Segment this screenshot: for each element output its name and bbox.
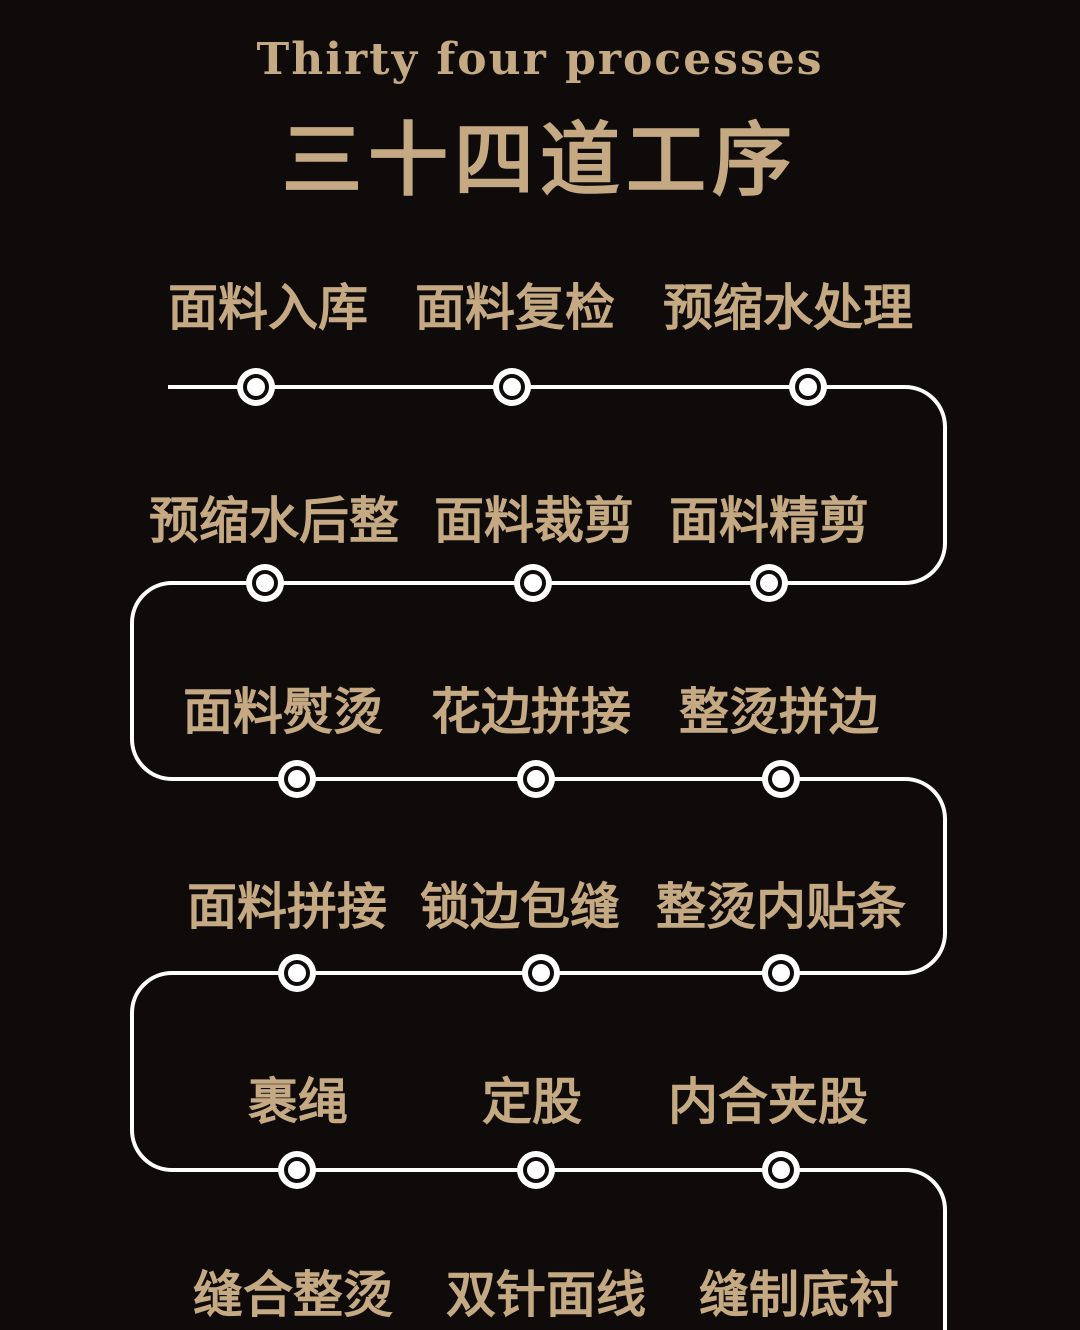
step-node-dot: [772, 770, 790, 788]
step-label: 双针面线: [446, 1266, 646, 1324]
step-node-dot: [772, 964, 790, 982]
step-node-dot: [503, 378, 521, 396]
step-node-dot: [288, 964, 306, 982]
step-node-dot: [527, 770, 545, 788]
step-node-dot: [524, 574, 542, 592]
step-label: 面料熨烫: [183, 683, 383, 741]
step-node-dot: [532, 964, 550, 982]
step-node-dot: [527, 1161, 545, 1179]
step-node-dot: [288, 1161, 306, 1179]
title-english: Thirty four processes: [256, 34, 824, 85]
step-label: 锁边包缝: [420, 878, 620, 936]
step-label: 内合夹股: [668, 1073, 868, 1131]
step-label: 缝合整烫: [193, 1266, 393, 1324]
step-node-dot: [772, 1161, 790, 1179]
title-chinese: 三十四道工序: [282, 114, 798, 207]
step-node-dot: [799, 378, 817, 396]
process-path: [130, 385, 947, 1330]
step-label: 预缩水处理: [663, 279, 913, 337]
step-node-dot: [256, 574, 274, 592]
step-label: 裹绳: [248, 1073, 348, 1131]
step-label: 面料入库: [168, 279, 368, 337]
step-node-dot: [288, 770, 306, 788]
step-label: 面料精剪: [669, 492, 869, 550]
step-label: 花边拼接: [431, 683, 631, 741]
step-label: 整烫内贴条: [656, 878, 906, 936]
step-label: 面料拼接: [187, 878, 387, 936]
step-label: 预缩水后整: [149, 492, 399, 550]
step-node-dot: [247, 378, 265, 396]
step-label: 整烫拼边: [679, 683, 879, 741]
step-node-dot: [760, 574, 778, 592]
step-label: 面料复检: [415, 279, 615, 337]
step-label: 面料裁剪: [434, 492, 634, 550]
step-label: 缝制底衬: [699, 1266, 899, 1324]
step-label: 定股: [482, 1073, 582, 1131]
